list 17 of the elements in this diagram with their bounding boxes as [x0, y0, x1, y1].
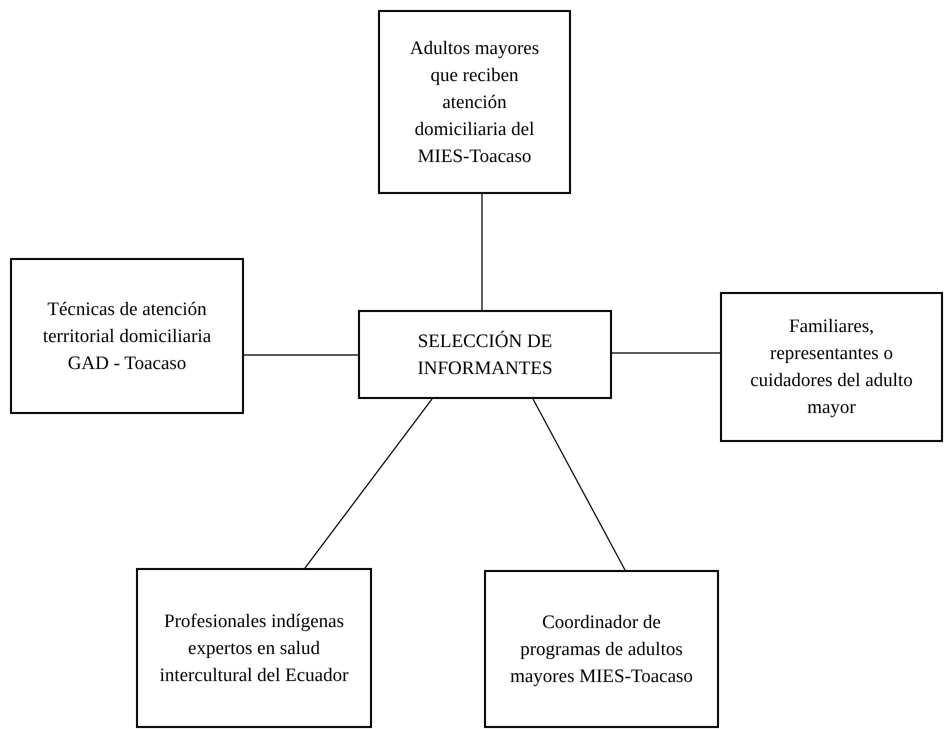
node-text: SELECCIÓN DE INFORMANTES: [416, 330, 554, 380]
connector-line: [532, 398, 626, 570]
text-box: [358, 310, 612, 399]
node-text: Coordinador de programas de adultos mayores MIES-Toacaso: [509, 610, 694, 688]
connector-line: [481, 194, 483, 310]
connector-line: [612, 352, 720, 354]
node-text: Técnicas de atención territorial domiciliaria GAD - Toacaso: [42, 298, 212, 376]
text-box: [136, 568, 372, 728]
node-text: Profesionales indígenas expertos en salud intercultural del Ecuador: [158, 610, 350, 688]
connector-line: [304, 398, 432, 568]
text-box: [720, 292, 943, 442]
text-box: [10, 258, 244, 414]
node-text: Adultos mayores que reciben atención domiciliaria del MIES-Toacaso: [408, 36, 540, 168]
connector-line: [244, 354, 358, 356]
text-box: [378, 10, 571, 194]
node-text: Familiares, representantes o cuidadores del adulto mayor: [749, 315, 914, 420]
text-box: [484, 570, 719, 728]
